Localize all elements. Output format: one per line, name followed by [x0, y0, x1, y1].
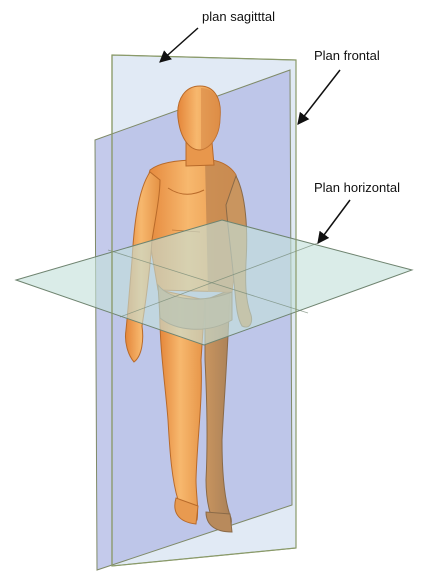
arrow-icon — [298, 70, 340, 124]
label-horizontal-plane: Plan horizontal — [314, 180, 400, 195]
arrow-icon — [318, 200, 350, 243]
label-frontal-plane: Plan frontal — [314, 48, 380, 63]
label-sagittal-plane: plan sagitttal — [202, 9, 275, 24]
horizontal-plane — [16, 220, 412, 345]
